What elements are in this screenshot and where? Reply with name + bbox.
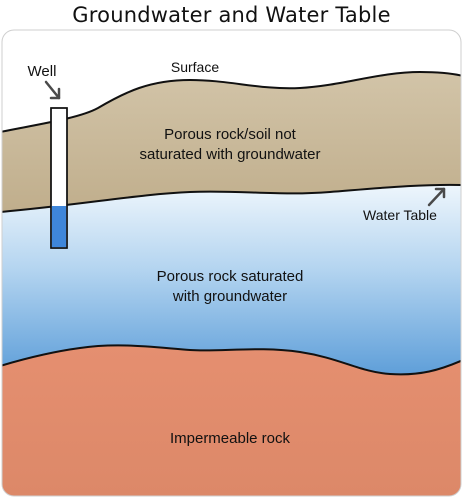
water-table-label: Water Table xyxy=(363,207,437,223)
diagram-frame xyxy=(1,29,462,497)
diagram-title: Groundwater and Water Table xyxy=(72,3,391,27)
saturated-label-line1: Porous rock saturated xyxy=(156,268,304,285)
saturated-zone xyxy=(2,184,461,375)
impermeable-rock-layer xyxy=(2,345,461,496)
unsaturated-label-line2: saturated with groundwater xyxy=(139,146,321,163)
unsaturated-label-line1: Porous rock/soil not xyxy=(164,126,296,143)
saturated-label-line2: with groundwater xyxy=(172,288,288,305)
well-water xyxy=(51,206,67,248)
unsaturated-zone xyxy=(2,72,461,212)
well-arrow-icon xyxy=(44,80,61,100)
well-label: Well xyxy=(27,63,57,80)
bedrock-boundary-line xyxy=(2,344,461,376)
surface-label: Surface xyxy=(170,59,220,75)
water-table-line xyxy=(2,183,461,213)
surface-line xyxy=(2,70,461,133)
impermeable-rock-label: Impermeable rock xyxy=(169,430,291,447)
water-table-arrow-icon xyxy=(427,187,446,207)
